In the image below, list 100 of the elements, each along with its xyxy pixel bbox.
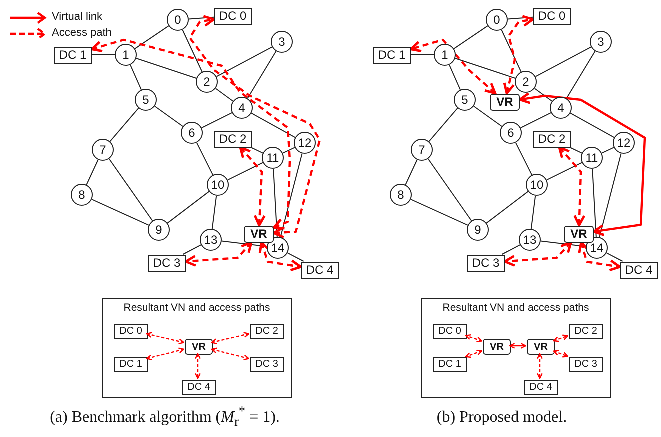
router-box: VR xyxy=(185,339,213,355)
label-box: DC 3 xyxy=(569,356,603,372)
node-circle: 6 xyxy=(181,122,203,144)
node-circle: 8 xyxy=(390,184,412,206)
connector-line xyxy=(182,244,202,255)
arrow xyxy=(465,334,483,343)
arrow xyxy=(518,92,646,236)
connector-line xyxy=(188,16,214,20)
arrow xyxy=(146,348,185,361)
arrow xyxy=(465,350,483,358)
connector-line xyxy=(196,142,214,176)
connector-line xyxy=(508,16,534,20)
connector-line xyxy=(92,54,116,56)
label-box: DC 1 xyxy=(54,46,92,64)
label-box: DC 4 xyxy=(301,262,339,278)
node-circle: 11 xyxy=(581,147,603,169)
connector-line xyxy=(454,26,488,50)
legend-label: Access path xyxy=(52,27,112,39)
label-box: DC 2 xyxy=(569,324,603,338)
connector-line xyxy=(546,162,583,181)
router-box: VR xyxy=(527,339,555,355)
inset-panel xyxy=(102,298,292,398)
label-box: DC 4 xyxy=(182,380,216,394)
connector-line xyxy=(535,46,592,78)
connector-line xyxy=(520,112,552,129)
connector-line xyxy=(410,199,468,226)
node-circle: 1 xyxy=(434,44,456,66)
connector-line xyxy=(428,108,458,142)
label-box: DC 4 xyxy=(620,262,658,278)
connector-line xyxy=(449,64,461,90)
connector-line xyxy=(473,106,503,128)
node-circle: 3 xyxy=(271,31,293,53)
connector-line xyxy=(216,46,273,78)
connector-line xyxy=(566,50,596,100)
arrow xyxy=(146,332,185,345)
node-circle: 8 xyxy=(71,184,93,206)
arrow xyxy=(188,15,322,239)
node-circle: 6 xyxy=(500,122,522,144)
arrow xyxy=(239,146,266,227)
connector-line xyxy=(215,88,234,102)
arrow xyxy=(195,353,201,380)
subcaption: (b) Proposed model. xyxy=(436,408,568,428)
label-box: DC 3 xyxy=(250,356,284,372)
node-circle: 7 xyxy=(411,139,433,161)
connector-line xyxy=(167,191,210,224)
label-box: DC 0 xyxy=(533,8,571,24)
router-box: VR xyxy=(564,226,594,242)
connector-line xyxy=(130,64,142,90)
connector-line xyxy=(602,147,614,154)
connector-line xyxy=(486,191,529,224)
connector-line xyxy=(250,147,264,154)
node-circle: 1 xyxy=(115,44,137,66)
arrow xyxy=(553,334,569,342)
label-box: DC 1 xyxy=(433,356,467,372)
label-box: DC 2 xyxy=(533,130,571,148)
connector-line xyxy=(569,147,583,154)
arrow xyxy=(410,38,497,95)
legend-label: Virtual link xyxy=(52,11,103,23)
connector-line xyxy=(136,58,198,79)
connector-line xyxy=(86,160,99,186)
node-circle: 12 xyxy=(294,132,316,154)
label-box: DC 1 xyxy=(114,356,148,372)
node-circle: 9 xyxy=(148,219,170,241)
node-circle: 2 xyxy=(515,71,537,93)
label-box: DC 3 xyxy=(467,254,505,272)
arrow xyxy=(90,38,292,230)
connector-line xyxy=(606,252,624,262)
label-box: DC 0 xyxy=(433,324,467,338)
connector-line xyxy=(502,244,521,255)
connector-line xyxy=(154,106,184,128)
node-circle: 12 xyxy=(613,132,635,154)
connector-line xyxy=(534,88,553,102)
label-box: DC 0 xyxy=(214,8,252,24)
connector-line xyxy=(592,168,597,238)
node-circle: 9 xyxy=(467,219,489,241)
label-box: DC 0 xyxy=(114,324,148,338)
label-box: DC 2 xyxy=(214,130,252,148)
connector-line xyxy=(530,195,536,230)
connector-line xyxy=(247,50,277,100)
arrow xyxy=(258,241,302,272)
label-box: DC 1 xyxy=(373,46,411,64)
arrow xyxy=(537,353,543,380)
connector-line xyxy=(110,108,140,142)
node-circle: 11 xyxy=(262,147,284,169)
node-circle: 3 xyxy=(590,31,612,53)
node-circle: 5 xyxy=(454,89,476,111)
node-circle: 14 xyxy=(586,237,608,259)
connector-line xyxy=(501,30,522,72)
connector-line xyxy=(134,26,170,50)
node-circle: 7 xyxy=(92,139,114,161)
panel-title: Resultant VN and access paths xyxy=(122,302,272,314)
connector-line xyxy=(227,162,264,181)
node-circle: 0 xyxy=(167,9,189,31)
connector-line xyxy=(405,160,418,186)
arrow xyxy=(184,241,253,267)
arrow xyxy=(558,146,586,227)
arrow xyxy=(504,241,572,267)
connector-line xyxy=(282,147,296,154)
connector-line xyxy=(212,195,218,230)
node-circle: 10 xyxy=(207,174,229,196)
